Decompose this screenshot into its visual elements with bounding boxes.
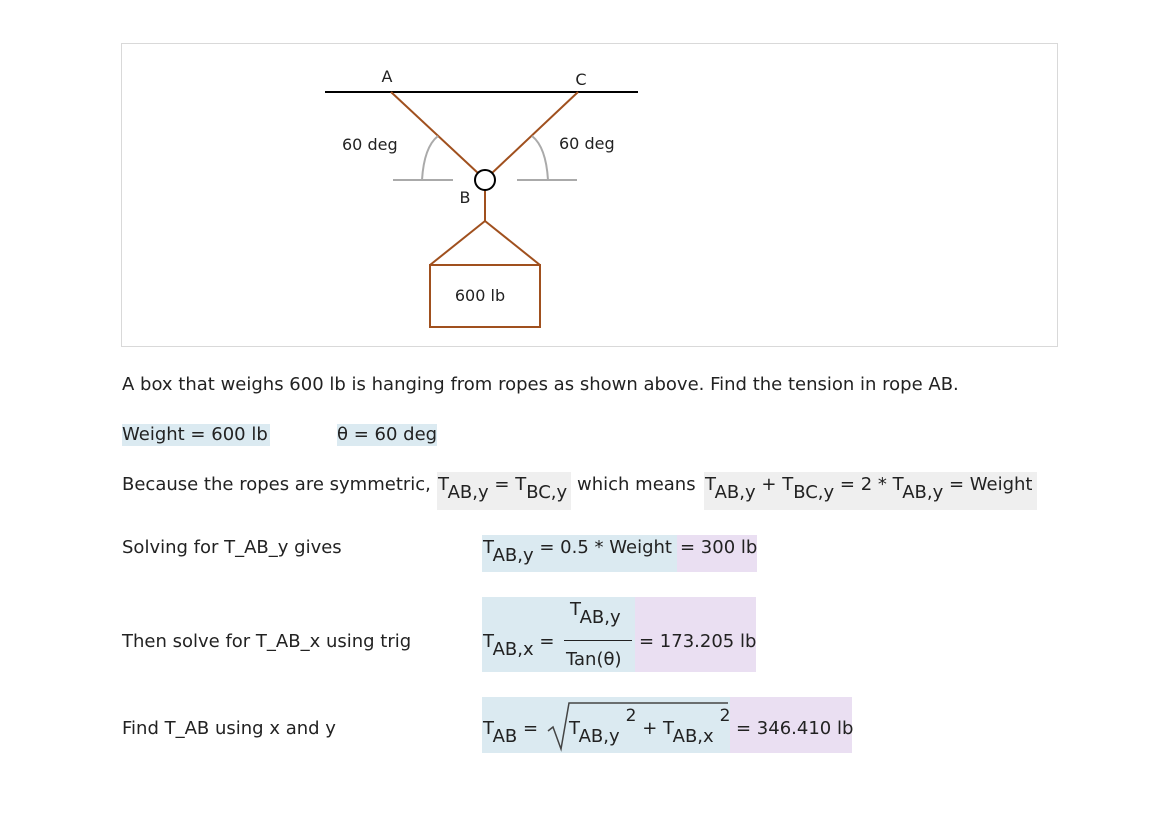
step-y-equation: TAB,y = 0.5 * Weight [482,535,677,572]
angle-arc-right [531,135,549,181]
math-symbol: T [663,718,673,739]
symmetry-middle: which means [577,474,696,495]
math-symbol: T [570,599,580,620]
math-subscript: AB,x [492,639,534,660]
step-ab-label: Find T_AB using x and y [122,718,336,739]
rope-bc [490,91,579,175]
problem-statement: A box that weighs 600 lb is hanging from… [122,374,959,395]
math-subscript: AB,y [714,482,756,503]
math-exponent: 2 [625,706,637,726]
math-symbol: T [483,631,493,652]
diagram-frame: A C B 60 deg 60 deg 600 lb [121,43,1058,347]
math-operator: + [636,718,664,739]
rope-box-left [429,220,486,266]
label-c: C [575,70,586,89]
step-y-result: = 300 lb [677,535,757,572]
math-operator: = 2 * [834,474,893,495]
symmetry-equation: TAB,y = TBC,y [437,472,571,510]
math-subscript: AB [492,726,518,747]
math-operator: = [488,474,516,495]
weight-box [429,264,541,328]
step-ab-result: = 346.410 lb [730,697,853,753]
math-symbol: T [515,474,527,495]
math-subscript: AB,y [492,545,534,566]
label-angle-left: 60 deg [342,135,398,154]
math-subscript: AB,y [447,482,489,503]
rope-box-right [484,220,541,266]
step-x-equation: TAB,x = TAB,y Tan(θ) [482,597,635,672]
step-ab-radicand: TAB,y2 + TAB,x2 [569,706,731,747]
math-operator: = [517,718,539,739]
math-subscript: AB,y [578,726,620,747]
rope-ab [390,91,480,175]
fraction-bar [564,640,632,641]
math-symbol: T [483,537,493,558]
given-theta: θ = 60 deg [337,424,438,446]
given-weight: Weight = 600 lb [122,424,270,446]
step-x-lhs: TAB,x = [483,631,555,660]
math-symbol: T [569,718,579,739]
step-x-denominator: Tan(θ) [566,649,622,670]
sqrt-icon [547,702,728,752]
math-symbol: T [782,474,794,495]
label-b: B [460,188,471,207]
step-ab-lhs: TAB = [483,718,539,747]
math-symbol: T [892,474,903,495]
math-symbol: T [438,474,448,495]
math-subscript: BC,y [793,482,835,503]
step-x-label: Then solve for T_AB_x using trig [122,631,412,652]
math-expression: = 0.5 * Weight [533,537,672,558]
knot-b [474,169,496,191]
math-symbol: T [483,718,493,739]
label-angle-right: 60 deg [559,134,615,153]
math-subscript: AB,y [579,607,621,628]
math-exponent: 2 [719,706,731,726]
math-result: = Weight [943,474,1033,495]
symmetry-lead: Because the ropes are symmetric, [122,474,431,495]
step-x-numerator: TAB,y [570,599,621,628]
math-subscript: BC,y [526,482,568,503]
math-subscript: AB,y [902,482,944,503]
step-ab-equation: TAB = TAB,y2 + TAB,x2 [482,697,731,753]
math-operator: = [533,631,555,652]
label-a: A [382,67,393,86]
sum-equation: TAB,y + TBC,y = 2 * TAB,y = Weight [704,472,1037,510]
label-box-weight: 600 lb [455,286,505,305]
step-x-result: = 173.205 lb [635,597,756,672]
rope-diagram: A C B 60 deg 60 deg 600 lb [325,67,638,328]
step-y-label: Solving for T_AB_y gives [122,537,342,558]
math-subscript: AB,x [672,726,714,747]
angle-arc-left [421,135,439,181]
math-operator: + [755,474,783,495]
math-symbol: T [705,474,715,495]
